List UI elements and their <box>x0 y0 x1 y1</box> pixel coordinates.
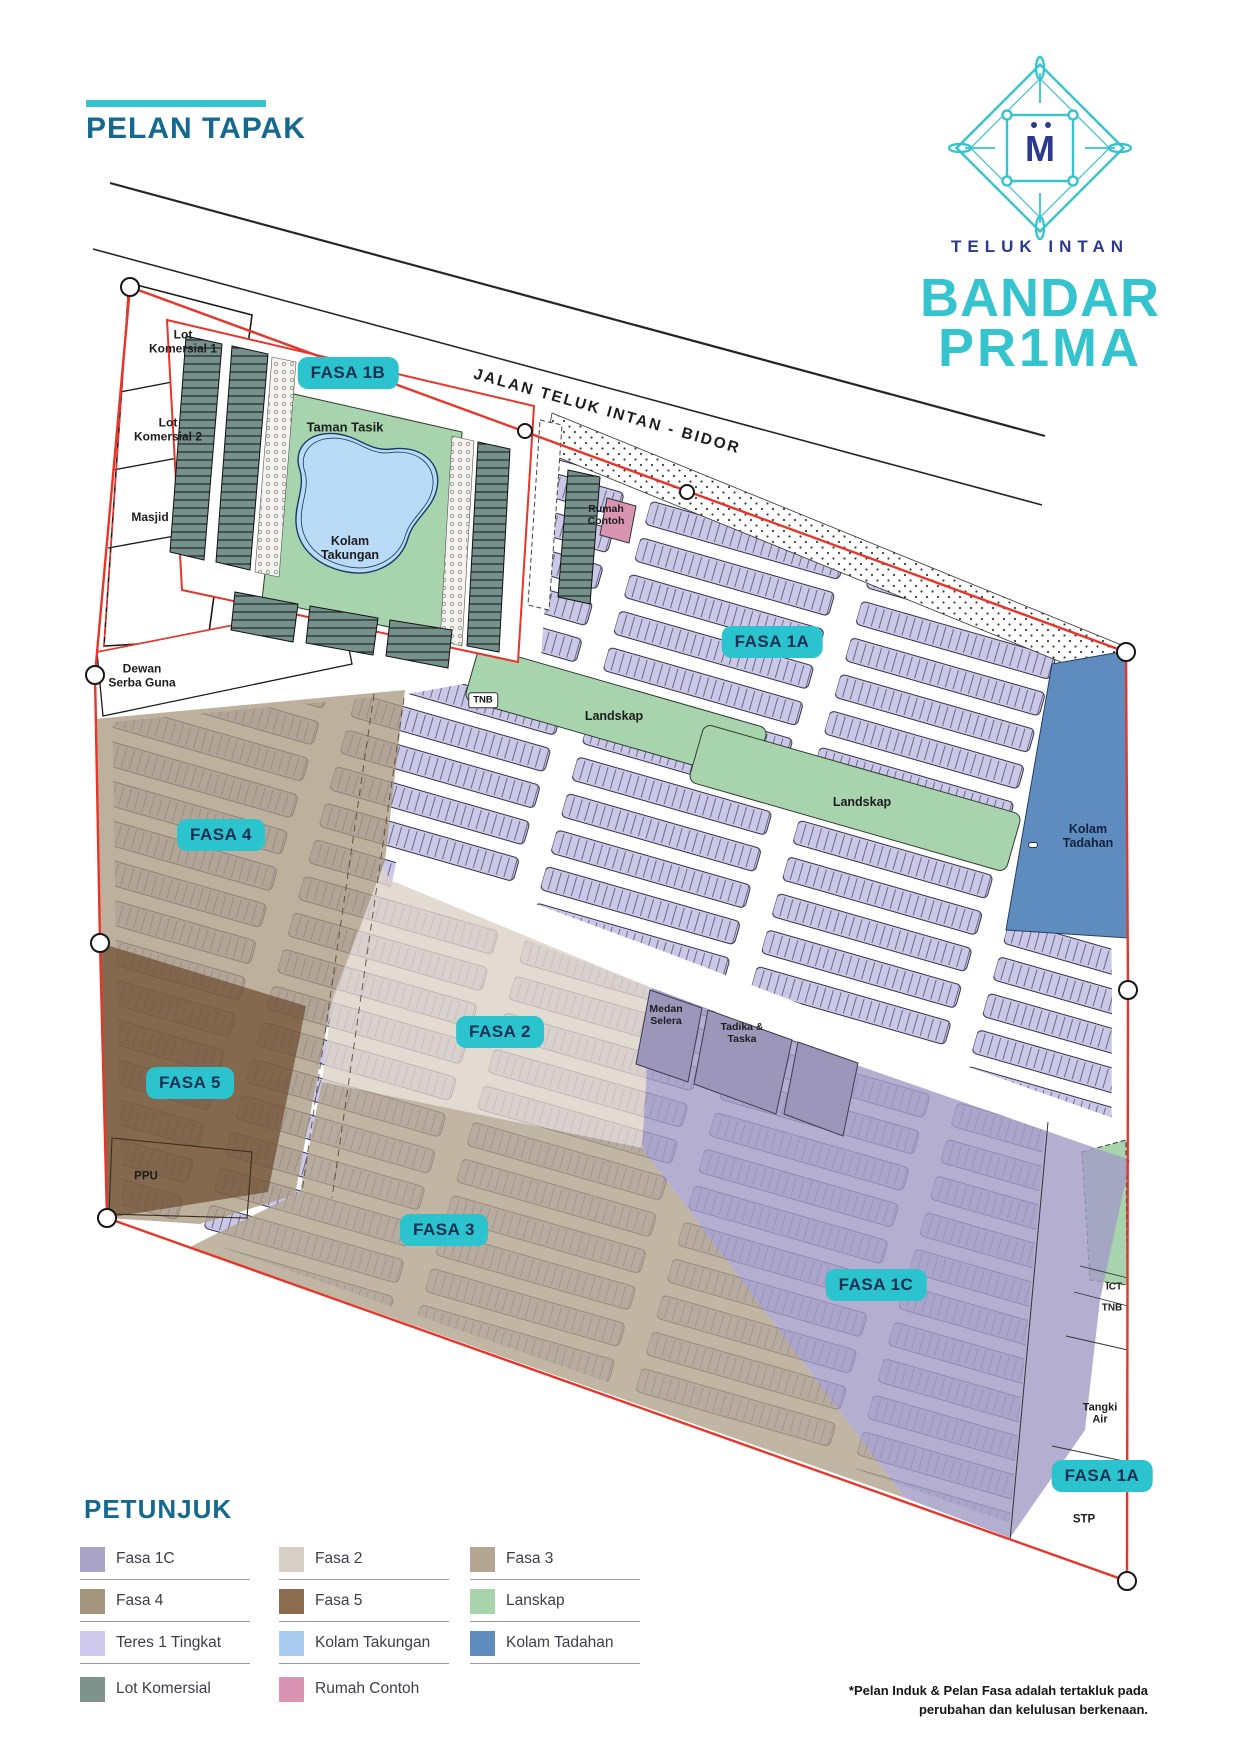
label-rumah-contoh: Rumah Contoh <box>587 503 625 527</box>
grey-lot <box>557 469 601 605</box>
badge-fasa-1a-bottom: FASA 1A <box>1051 1460 1153 1492</box>
landskap-strip-2 <box>689 725 1021 871</box>
rumah-contoh-block <box>599 497 637 544</box>
brand-monogram: M <box>1025 128 1055 170</box>
legend-divider <box>470 1663 640 1664</box>
legend-swatch-lanskap <box>470 1588 495 1614</box>
legend-divider <box>80 1579 250 1580</box>
label-landskap-1: Landskap <box>584 708 644 723</box>
legend-swatch-fasa-2 <box>279 1546 304 1572</box>
legend-swatch-kolam-takungan <box>279 1630 304 1656</box>
label-kolam-takungan: Kolam Takungan <box>320 533 380 562</box>
fasa1c-overlay <box>642 988 1130 1538</box>
label-lot-komersial-2: Lot Komersial 2 <box>133 415 203 443</box>
label-tnb-1: TNB <box>468 692 498 708</box>
fasa3-overlay <box>190 1082 905 1498</box>
legend-divider <box>80 1621 250 1622</box>
label-stp: STP <box>1072 1513 1096 1526</box>
legend-item-lanskap: Lanskap <box>470 1588 565 1614</box>
label-tangki-air: Tangki Air <box>1082 1401 1118 1426</box>
legend-item-fasa-2: Fasa 2 <box>279 1546 362 1572</box>
site-boundary <box>93 285 1130 1583</box>
label-dewan-serba-guna: Dewan Serba Guna <box>108 661 176 689</box>
legend-item-rumah-contoh: Rumah Contoh <box>279 1676 419 1702</box>
legend-item-fasa-1c: Fasa 1C <box>80 1546 175 1572</box>
legend-swatch-kolam-tadahan <box>470 1630 495 1656</box>
badge-fasa-2: FASA 2 <box>456 1016 544 1048</box>
legend-swatch-fasa-1c <box>80 1546 105 1572</box>
label-taman-tasik: Taman Tasik <box>306 419 384 435</box>
fasa1b-block <box>165 318 536 669</box>
ppu-parcel <box>108 1137 253 1219</box>
main-road <box>92 181 1046 506</box>
legend-title: PETUNJUK <box>84 1494 233 1524</box>
legend-divider <box>470 1621 640 1622</box>
legend-item-fasa-5: Fasa 5 <box>279 1588 362 1614</box>
legend-item-kolam-tadahan: Kolam Tadahan <box>470 1630 613 1656</box>
badge-fasa-5: FASA 5 <box>146 1067 234 1099</box>
legend-divider <box>470 1579 640 1580</box>
legend-divider <box>279 1621 449 1622</box>
legend-swatch-lot-komersial <box>80 1676 105 1702</box>
legend-divider <box>279 1663 449 1664</box>
label-lot-komersial-1: Lot Komersial 1 <box>148 327 218 355</box>
brand-logo-icon <box>947 55 1133 241</box>
brand-location: TELUK INTAN <box>950 237 1130 256</box>
footnote: *Pelan Induk & Pelan Fasa adalah tertakl… <box>848 1683 1148 1717</box>
legend-item-teres-1-tingkat: Teres 1 Tingkat <box>80 1630 221 1656</box>
label-tnb-2 <box>1028 842 1038 848</box>
survey-markers <box>85 277 1138 1591</box>
legend-divider <box>279 1579 449 1580</box>
label-masjid: Masjid <box>131 510 169 525</box>
label-ppu: PPU <box>134 1170 158 1183</box>
legend-item-kolam-takungan: Kolam Takungan <box>279 1630 430 1656</box>
road-fasa2-boundary <box>391 853 858 1062</box>
label-tnb-3: TNB <box>1101 1302 1123 1314</box>
label-ict: ICT <box>1105 1281 1123 1293</box>
title-accent-bar <box>86 100 266 107</box>
badge-fasa-1c: FASA 1C <box>825 1269 927 1301</box>
community-blocks <box>635 989 859 1137</box>
kolam-takungan-pond <box>295 432 439 574</box>
legend-divider <box>80 1663 250 1664</box>
badge-fasa-1b: FASA 1B <box>297 357 399 389</box>
legend-item-fasa-3: Fasa 3 <box>470 1546 553 1572</box>
legend-swatch-teres-1-tingkat <box>80 1630 105 1656</box>
fasa2-overlay <box>322 866 652 1148</box>
label-medan-selera: Medan Selera <box>649 1003 683 1027</box>
legend-item-fasa-4: Fasa 4 <box>80 1588 163 1614</box>
legend-swatch-fasa-4 <box>80 1588 105 1614</box>
brand-name-line2: PR1MA <box>937 318 1143 378</box>
badge-fasa-1a-top: FASA 1A <box>721 626 823 658</box>
dashed-road <box>301 693 405 1199</box>
label-tadika-taska: Tadika & Taska <box>720 1021 764 1045</box>
page-title: PELAN TAPAK <box>86 112 306 145</box>
legend-item-lot-komersial: Lot Komersial <box>80 1676 211 1702</box>
road-label: JALAN TELUK INTAN - BIDOR <box>471 365 743 458</box>
badge-fasa-4: FASA 4 <box>177 819 265 851</box>
legend-swatch-fasa-3 <box>470 1546 495 1572</box>
dashed-lot <box>527 419 563 611</box>
legend-swatch-rumah-contoh <box>279 1676 304 1702</box>
label-landskap-2: Landskap <box>832 794 892 809</box>
legend-swatch-fasa-5 <box>279 1588 304 1614</box>
label-kolam-tadahan: Kolam Tadahan <box>1062 821 1114 850</box>
utility-strip-dividers <box>1009 1121 1129 1541</box>
badge-fasa-3: FASA 3 <box>400 1214 488 1246</box>
brand-name-line1: BANDAR <box>920 268 1160 328</box>
